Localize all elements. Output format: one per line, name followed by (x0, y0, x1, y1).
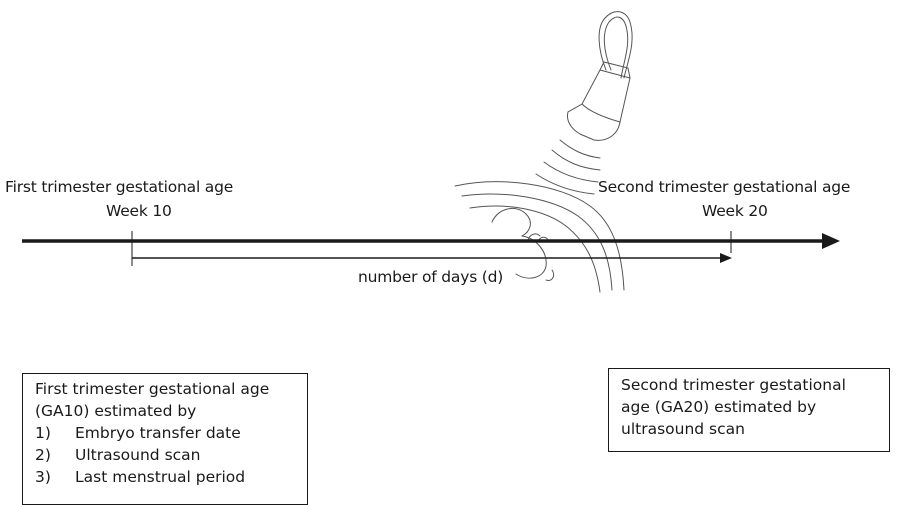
fetus-outline (492, 208, 530, 236)
ultrasound-illustration (455, 12, 632, 292)
box-title-line1: First trimester gestational age (35, 378, 307, 400)
first-trimester-box: First trimester gestational age (GA10) e… (22, 373, 308, 505)
box-title-line2: (GA10) estimated by (35, 400, 307, 422)
right-box-line3: ultrasound scan (621, 418, 889, 440)
start-label-title: First trimester gestational age (5, 178, 233, 196)
interval-label: number of days (d) (358, 268, 503, 286)
method-item: 2) Ultrasound scan (35, 444, 307, 466)
method-item: 3) Last menstrual period (35, 466, 307, 488)
method-text: Last menstrual period (75, 466, 245, 488)
timeline-arrowhead (822, 233, 840, 249)
second-trimester-box: Second trimester gestational age (GA20) … (608, 368, 890, 452)
right-box-line2: age (GA20) estimated by (621, 396, 889, 418)
end-label-week: Week 20 (702, 202, 768, 220)
probe-body (568, 70, 631, 140)
method-item: 1) Embryo transfer date (35, 422, 307, 444)
method-text: Ultrasound scan (75, 444, 201, 466)
right-box-line1: Second trimester gestational (621, 374, 889, 396)
interval-arrowhead (720, 253, 732, 263)
method-number: 2) (35, 444, 75, 466)
method-number: 3) (35, 466, 75, 488)
method-number: 1) (35, 422, 75, 444)
sound-waves (560, 140, 600, 158)
end-label-title: Second trimester gestational age (598, 178, 850, 196)
method-text: Embryo transfer date (75, 422, 241, 444)
start-label-week: Week 10 (106, 202, 172, 220)
